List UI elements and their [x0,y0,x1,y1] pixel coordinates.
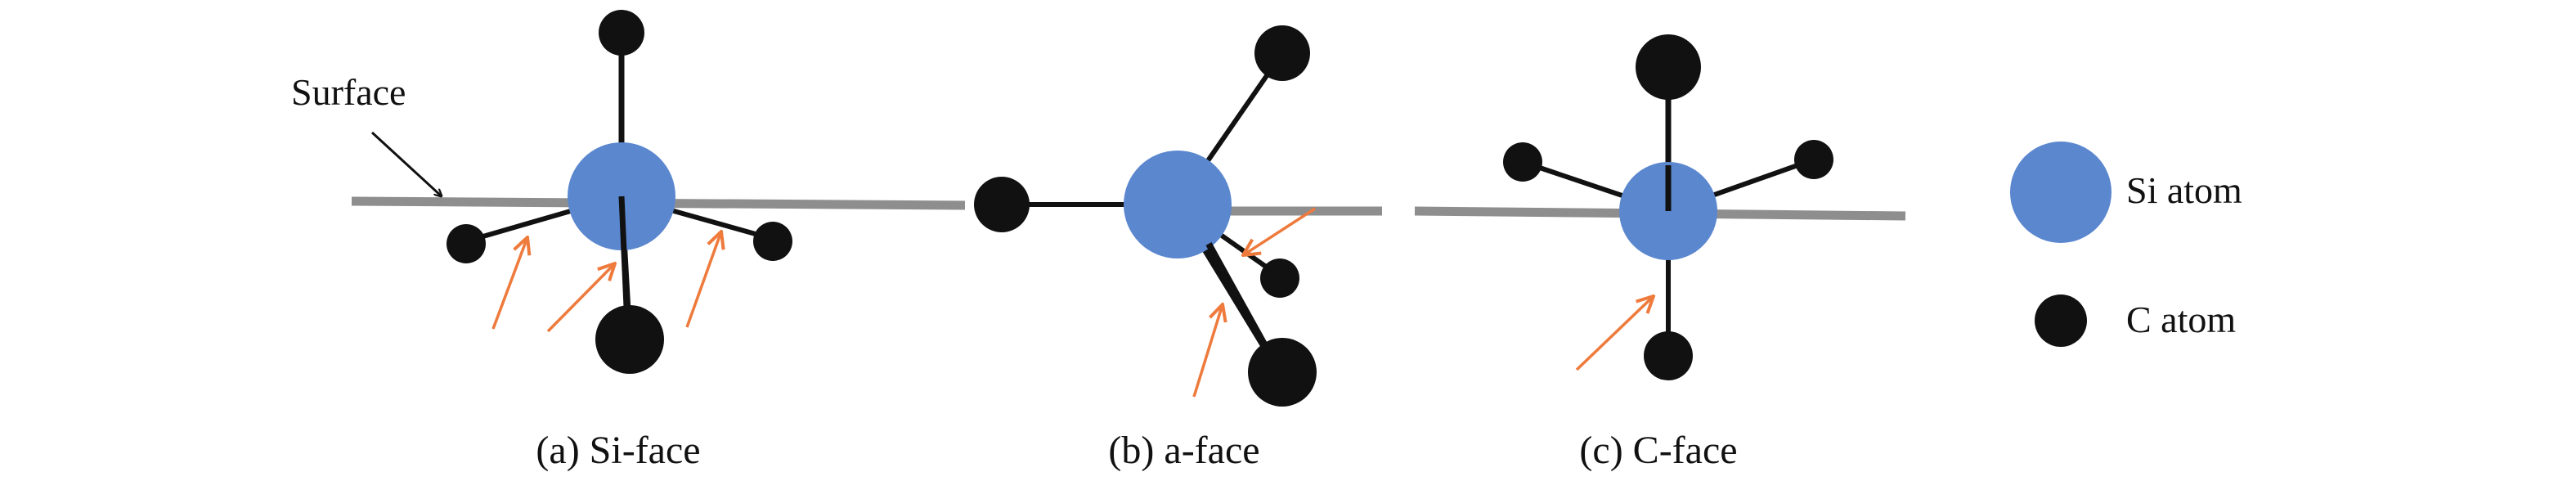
panel-caption: (c) C-face [1579,429,1737,472]
c-atom [753,222,792,261]
c-atom [974,177,1030,232]
orange-arrow [491,237,527,330]
c-atom [1636,34,1701,100]
panel-a-face: (b) a-face [974,25,1382,472]
orange-arrow [1575,296,1654,371]
panel-si-face: Surface (a) Si-face [291,10,966,472]
c-atom [1248,338,1317,407]
c-atom [1794,140,1833,179]
c-atom [1260,258,1299,298]
legend-c-swatch [2035,294,2087,347]
c-atom [595,305,664,374]
attack-arrows [1575,296,1654,371]
legend-si-label: Si atom [2126,169,2242,211]
c-atom [1254,25,1310,81]
panel-caption: (b) a-face [1108,429,1259,472]
legend-si-swatch [2010,142,2112,243]
attack-arrows [1192,207,1316,398]
panel-c-face: (c) C-face [1414,34,1906,472]
attack-arrows [491,232,721,333]
bond-line [618,196,630,308]
surface-label: Surface [291,71,406,113]
orange-arrow [685,232,721,328]
panel-caption: (a) Si-face [536,429,700,472]
c-atom [1503,142,1542,182]
c-atom [599,10,644,56]
legend: Si atom C atom [2010,142,2242,347]
orange-arrow [1243,207,1316,255]
c-atom [1644,331,1693,380]
c-atom [447,224,486,263]
legend-c-label: C atom [2126,299,2236,340]
orange-arrow [1192,304,1223,398]
si-atom [1124,151,1232,258]
surface-pointer-arrow [370,131,442,196]
orange-arrow [546,263,615,333]
